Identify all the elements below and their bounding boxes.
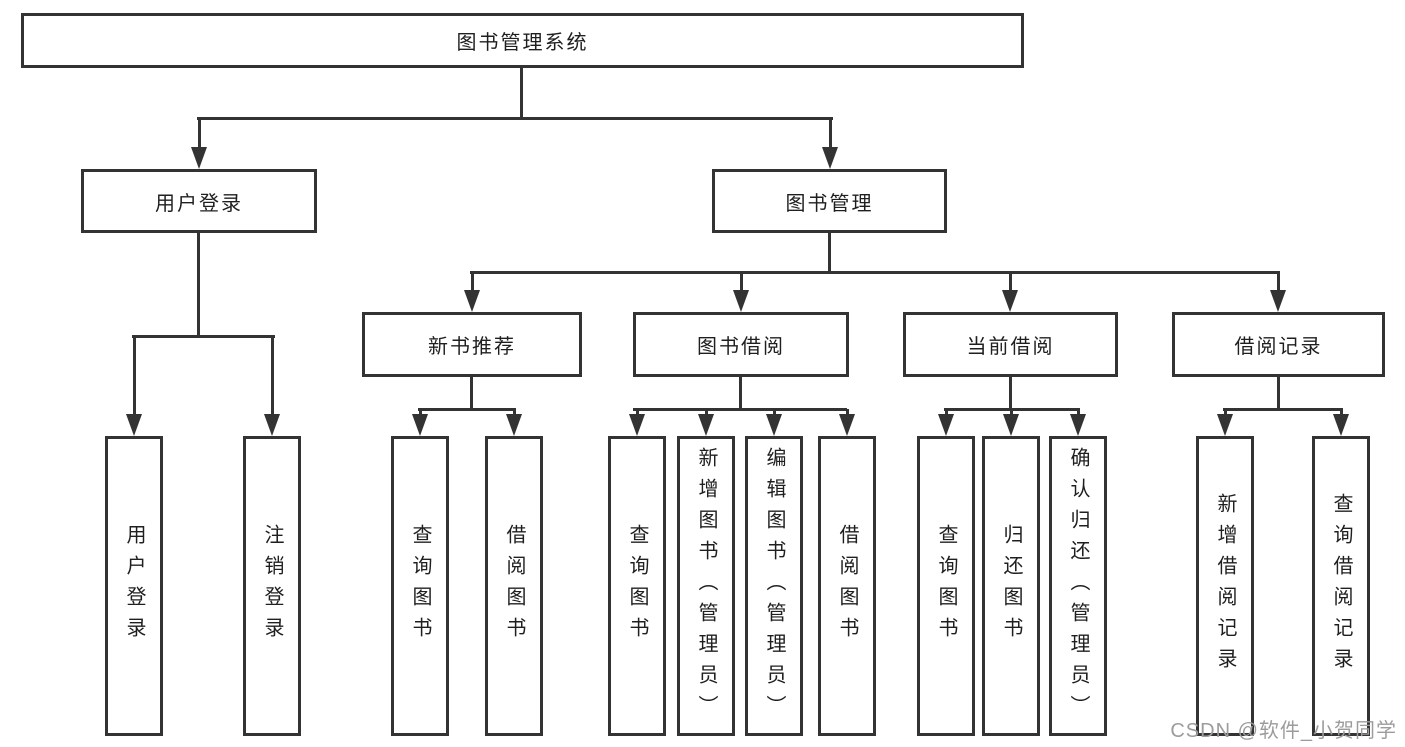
- connector-arrow-to-leaf: [938, 409, 954, 436]
- leaf-query-borrow-record: 查询借阅记录: [1312, 436, 1370, 736]
- node-label: 当前借阅: [966, 336, 1055, 358]
- connector-arrow-to-leaf: [506, 409, 522, 436]
- connector-arrow-to-leaf: [126, 336, 142, 436]
- connector-arrow-to-leaf: [1217, 409, 1233, 436]
- connector-book-borrow-crossbar: [633, 408, 847, 411]
- connector-arrow-to-book-borrow: [733, 273, 749, 312]
- connector-borrow-records-crossbar: [1223, 408, 1343, 411]
- node-label: 图书借阅: [697, 336, 785, 358]
- leaf-borrow-books: 借阅图书: [818, 436, 876, 736]
- watermark: CSDN @软件_小贺同学: [1170, 720, 1397, 742]
- node-library-management-system: 图书管理系统: [21, 13, 1024, 68]
- leaf-label: 查询图书: [935, 524, 957, 648]
- leaf-label: 归还图书: [1000, 524, 1022, 648]
- connector-root-crossbar: [197, 117, 833, 120]
- leaf-borrow-books: 借阅图书: [485, 436, 543, 736]
- leaf-query-books: 查询图书: [391, 436, 449, 736]
- leaf-label: 确认归还（管理员）: [1067, 446, 1089, 726]
- connector-arrow-to-leaf: [1333, 409, 1349, 436]
- leaf-query-books: 查询图书: [608, 436, 666, 736]
- node-book-borrowing: 图书借阅: [633, 312, 849, 377]
- node-label: 用户登录: [155, 192, 243, 215]
- connector-book-management-crossbar: [470, 271, 1280, 274]
- leaf-logout: 注销登录: [243, 436, 301, 736]
- connector-new-book-crossbar: [418, 408, 516, 411]
- connector-user-login-stem: [197, 233, 200, 336]
- leaf-label: 查询图书: [626, 524, 648, 648]
- connector-arrow-to-leaf: [1070, 409, 1086, 436]
- connector-arrow-to-leaf: [264, 336, 280, 436]
- leaf-query-books: 查询图书: [917, 436, 975, 736]
- connector-borrow-records-stem: [1277, 377, 1280, 409]
- node-book-management-branch: 图书管理: [712, 169, 947, 233]
- leaf-label: 用户登录: [123, 524, 145, 648]
- leaf-user-login: 用户登录: [105, 436, 163, 736]
- connector-arrow-to-leaf: [629, 409, 645, 436]
- connector-arrow-to-new-book: [464, 273, 480, 312]
- connector-new-book-stem: [470, 377, 473, 409]
- node-user-login-branch: 用户登录: [81, 169, 317, 233]
- node-label: 图书管理系统: [456, 32, 589, 54]
- node-borrowing-records: 借阅记录: [1172, 312, 1385, 377]
- leaf-label: 借阅图书: [503, 524, 525, 648]
- leaf-label: 查询图书: [409, 524, 431, 648]
- connector-arrow-to-leaf: [1003, 409, 1019, 436]
- connector-book-management-stem: [828, 233, 831, 273]
- connector-arrow-to-borrow-records: [1270, 273, 1286, 312]
- leaf-return-books: 归还图书: [982, 436, 1040, 736]
- node-label: 新书推荐: [428, 336, 516, 358]
- leaf-add-books-admin: 新增图书（管理员）: [677, 436, 735, 736]
- connector-arrow-to-user-login: [191, 117, 207, 169]
- connector-arrow-to-current-borrow: [1002, 273, 1018, 312]
- node-label: 借阅记录: [1234, 336, 1323, 358]
- connector-current-borrow-stem: [1009, 377, 1012, 409]
- leaf-label: 查询借阅记录: [1330, 493, 1352, 679]
- connector-root-stem: [520, 68, 523, 117]
- leaf-edit-books-admin: 编辑图书（管理员）: [745, 436, 803, 736]
- leaf-label: 新增图书（管理员）: [695, 446, 717, 726]
- leaf-label: 借阅图书: [836, 524, 858, 648]
- leaf-label: 新增借阅记录: [1214, 493, 1236, 679]
- leaf-label: 注销登录: [261, 524, 283, 648]
- node-label: 图书管理: [785, 192, 874, 215]
- leaf-label: 编辑图书（管理员）: [763, 446, 785, 726]
- node-current-borrowing: 当前借阅: [903, 312, 1118, 377]
- node-new-book-recommendation: 新书推荐: [362, 312, 582, 377]
- connector-arrow-to-leaf: [766, 409, 782, 436]
- leaf-add-borrow-record: 新增借阅记录: [1196, 436, 1254, 736]
- connector-arrow-to-book-management: [822, 117, 838, 169]
- connector-arrow-to-leaf: [412, 409, 428, 436]
- leaf-confirm-return-admin: 确认归还（管理员）: [1049, 436, 1107, 736]
- connector-user-login-crossbar: [132, 335, 275, 338]
- connector-arrow-to-leaf: [839, 409, 855, 436]
- connector-book-borrow-stem: [739, 377, 742, 409]
- connector-arrow-to-leaf: [698, 409, 714, 436]
